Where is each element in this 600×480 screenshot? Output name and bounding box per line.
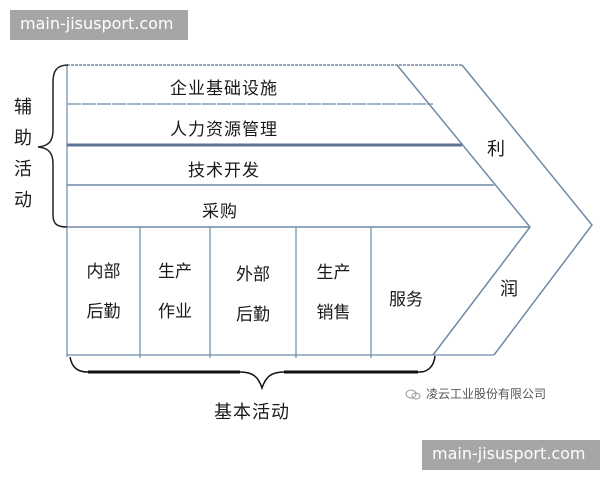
label-char: 助 bbox=[14, 128, 32, 149]
wechat-icon bbox=[405, 389, 421, 399]
cell-line: 生产 bbox=[316, 263, 351, 283]
support-row-procurement: 采购 bbox=[202, 202, 238, 222]
cell-line: 后勤 bbox=[86, 302, 121, 322]
support-row-hr: 人力资源管理 bbox=[170, 120, 278, 140]
label-char: 辅 bbox=[14, 97, 32, 118]
support-row-technology: 技术开发 bbox=[188, 161, 260, 181]
primary-col-service: 服务 bbox=[371, 280, 441, 320]
cell-line: 服务 bbox=[389, 290, 423, 310]
cell-line: 生产 bbox=[158, 262, 192, 282]
cell-line: 作业 bbox=[158, 302, 192, 322]
margin-label-bottom: 润 bbox=[500, 279, 519, 300]
cell-line: 后勤 bbox=[236, 305, 270, 325]
primary-col-marketing-sales: 生产 销售 bbox=[296, 253, 371, 333]
support-activities-label: 辅 助 活 动 bbox=[12, 92, 34, 216]
support-row-infrastructure: 企业基础设施 bbox=[170, 79, 278, 99]
primary-activities-label: 基本活动 bbox=[214, 402, 290, 423]
watermark-bottom: main-jisusport.com bbox=[422, 440, 600, 470]
cell-line: 内部 bbox=[86, 262, 121, 282]
label-char: 动 bbox=[14, 190, 32, 211]
credit-text: 凌云工业股份有限公司 bbox=[426, 387, 547, 401]
cell-line: 销售 bbox=[316, 303, 351, 323]
support-brace bbox=[37, 64, 69, 228]
label-char: 活 bbox=[14, 159, 32, 180]
primary-col-inbound-logistics: 内部 后勤 bbox=[67, 252, 140, 332]
primary-col-outbound-logistics: 外部 后勤 bbox=[210, 255, 296, 335]
primary-col-operations: 生产 作业 bbox=[140, 252, 210, 332]
inner-chevron bbox=[396, 64, 531, 356]
outer-chevron bbox=[461, 64, 593, 356]
cell-line: 外部 bbox=[236, 265, 270, 285]
margin-label-top: 利 bbox=[487, 139, 506, 160]
watermark-top: main-jisusport.com bbox=[10, 10, 188, 40]
credit: 凌云工业股份有限公司 bbox=[404, 385, 546, 402]
primary-brace bbox=[69, 355, 436, 391]
